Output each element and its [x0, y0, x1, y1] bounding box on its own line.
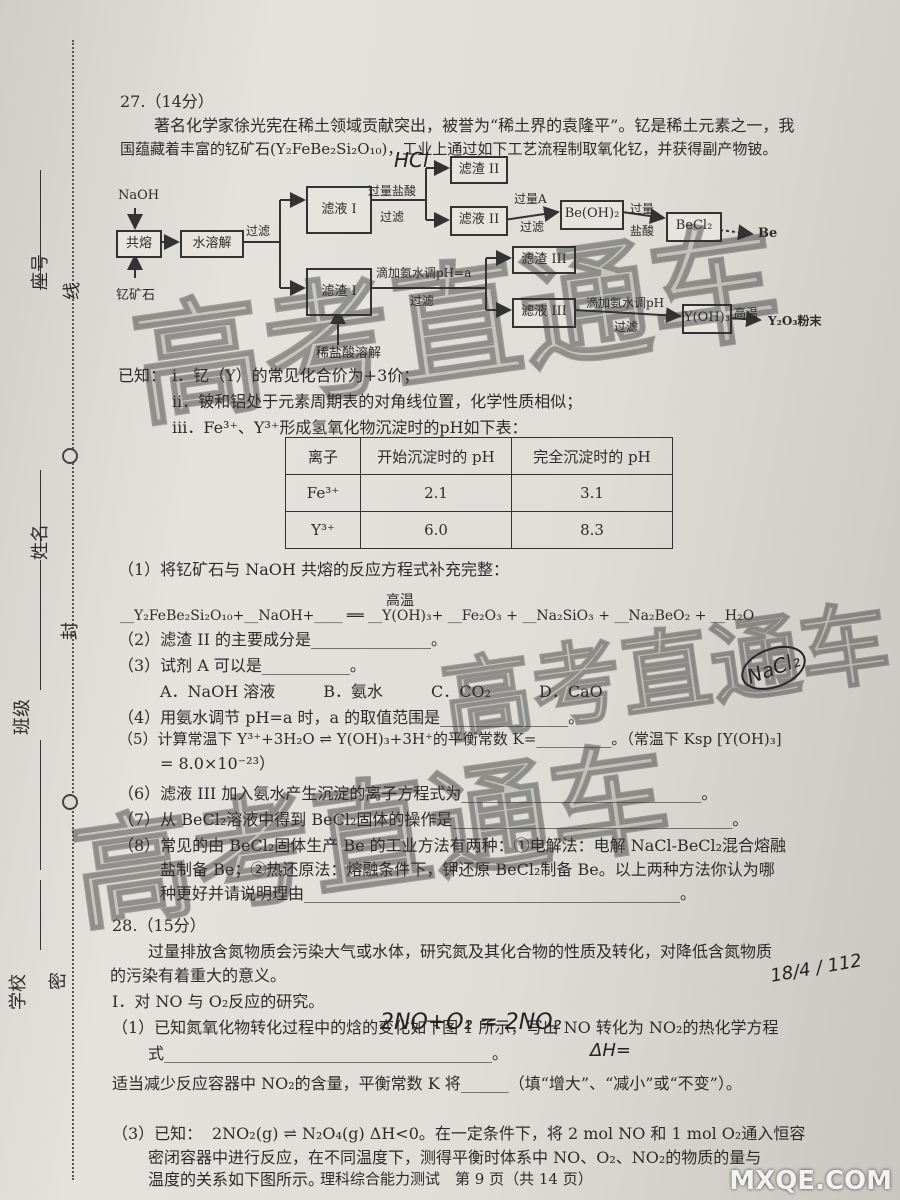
table-cell: Y³⁺: [285, 511, 361, 549]
residue-1-box: 滤渣 I: [306, 268, 372, 316]
q28-sub1: （1）已知氮氧化物转化过程中的焓的变化如下图 1 所示，写出 NO 转化为 NO…: [112, 1018, 779, 1037]
table-cell: 3.1: [511, 474, 673, 512]
table-cell: 8.3: [511, 511, 673, 549]
water-dissolve-box: 水溶解: [180, 230, 244, 258]
fusion-box: 共熔: [116, 230, 162, 258]
becl2-box: BeCl₂: [666, 212, 722, 242]
table-cell: 2.1: [360, 474, 512, 512]
table-header-cell: 离子: [285, 437, 361, 475]
excess-a-label: 过量A: [514, 192, 547, 206]
binding-hole-icon: [62, 448, 78, 464]
known-item-1: i．钇（Y）的常见化合价为+3价；: [172, 366, 420, 385]
fill-line: [40, 740, 41, 870]
q27-sub3: （3）试剂 A 可以是___________。: [118, 656, 366, 675]
ore-label: 钇矿石: [116, 288, 156, 303]
residue-3-box: 滤渣 III: [512, 246, 576, 274]
q27-sub1-condition: 高温: [386, 593, 414, 609]
handwritten-delta-h: ΔH=: [590, 1040, 631, 1061]
seat-number-label: 座号: [30, 254, 51, 290]
ph-table: 离子 开始沉淀时的 pH 完全沉淀时的 pH Fe³⁺ 2.1 3.1 Y³⁺ …: [285, 437, 673, 549]
line-mark: 线: [62, 282, 83, 300]
table-header-cell: 开始沉淀时的 pH: [360, 437, 512, 475]
q28-sub2: 适当减少反应容器中 NO₂的含量，平衡常数 K 将______（填“增大”、“减…: [112, 1074, 742, 1093]
table-cell: 6.0: [360, 511, 512, 549]
table-row: Fe³⁺ 2.1 3.1: [285, 474, 673, 512]
q28-header: 28.（15分）: [112, 916, 206, 935]
naoh-label: NaOH: [118, 188, 160, 203]
secret-mark: 密: [48, 972, 69, 990]
name-label: 姓名: [30, 524, 51, 560]
table-header-cell: 完全沉淀时的 pH: [511, 437, 673, 475]
residue-2-box: 滤渣 II: [450, 156, 508, 184]
fill-line: [40, 560, 41, 690]
filter-label: 过滤: [614, 320, 639, 334]
binding-margin: 座号 线 姓名 封 班级 密 学校: [0, 0, 100, 1200]
q27-sub2: （2）滤渣 II 的主要成分是_______________。: [118, 630, 447, 649]
filtrate-1-box: 滤液 I: [306, 186, 372, 234]
handwritten-hcl: HCl: [394, 148, 429, 172]
dilute-hcl-label: 稀盐酸溶解: [316, 346, 382, 361]
filter-label: 过滤: [410, 294, 435, 308]
fill-line: [40, 880, 41, 950]
known-title: 已知：: [118, 366, 167, 385]
table-row: Y³⁺ 6.0 8.3: [285, 511, 673, 549]
add-ammonia-ph-label: 滴加氨水调pH: [586, 296, 665, 310]
excess-hcl-label: 过量盐酸: [368, 184, 417, 198]
q27-sub5-ksp: = 8.0×10⁻²³）: [160, 754, 275, 773]
q27-intro-line1: 著名化学家徐光宪在稀土领域贡献突出，被誉为“稀土界的袁隆平”。钇是稀土元素之一，…: [154, 116, 795, 135]
q28-sub3-label: （3）已知：: [112, 1124, 203, 1143]
excess-label: 过量: [630, 202, 655, 216]
class-label: 班级: [12, 699, 33, 735]
q27-sub3-options: A．NaOH 溶液 B．氨水 C．CO₂ D．CaO: [160, 682, 603, 701]
binding-dotted-line: [72, 40, 74, 1180]
filter-label: 过滤: [246, 224, 271, 238]
q27-sub7: （7）从 BeCl₂溶液中得到 BeCl₂固体的操作是_____________…: [118, 810, 749, 829]
q28-part1: I．对 NO 与 O₂反应的研究。: [112, 992, 325, 1011]
be-product-label: Be: [758, 226, 778, 241]
process-flowchart: NaOH 共熔 水溶解 钇矿石 过滤 滤液 I 滤渣 I 过量盐酸 过滤 滤渣 …: [110, 148, 840, 361]
q27-sub1-equation: __Y₂FeBe₂Si₂O₁₀+__NaOH+____ ══ __Y(OH)₃+…: [120, 608, 755, 624]
q27-sub8-line3: 种更好并请说明理由_______________________________…: [160, 884, 697, 903]
q28-sub1-blank: 式_______________________________________…: [148, 1044, 509, 1063]
q28-sub3-equation: 2NO₂(g) ⇌ N₂O₄(g) ΔH<0。在一定条件下，将 2 mol NO…: [212, 1124, 806, 1143]
school-label: 学校: [8, 974, 29, 1010]
q28-intro-line2: 的污染有着重大的意义。: [110, 966, 287, 985]
fill-line: [40, 170, 41, 290]
seal-mark: 封: [60, 622, 81, 640]
filter-label: 过滤: [520, 220, 545, 234]
q27-sub8-line1: （8）常见的由 BeCl₂固体生产 Be 的工业方法有两种：①电解法：电解 Na…: [118, 836, 787, 855]
handwritten-score: 18/4 / 112: [768, 950, 864, 987]
table-cell: Fe³⁺: [285, 474, 361, 512]
y2o3-product-label: Y₂O₃粉末: [768, 314, 822, 328]
yoh3-box: Y(OH)₃: [682, 304, 732, 334]
hcl-label: 盐酸: [630, 224, 655, 238]
flowchart-arrows: [127, 160, 762, 345]
fill-line: [40, 470, 41, 550]
add-ammonia-a-label: 滴加氨水调pH=a: [376, 266, 472, 280]
q27-sub1: （1）将钇矿石与 NaOH 共熔的反应方程式补充完整：: [118, 560, 509, 579]
q27-sub8-line2: 盐制备 Be；②热还原法：熔融条件下，钾还原 BeCl₂制备 Be。以上两种方法…: [160, 860, 775, 879]
q28-intro-line1: 过量排放含氮物质会污染大气或水体，研究氮及其化合物的性质及转化，对降低含氮物质: [148, 942, 773, 961]
high-temp-label: 高温: [734, 306, 759, 320]
q28-sub3-line3: 温度的关系如下图所示。: [148, 1170, 325, 1189]
filtrate-3-box: 滤液 III: [512, 298, 576, 328]
known-item-3: iii．Fe³⁺、Y³⁺形成氢氧化物沉淀时的pH如下表：: [172, 418, 528, 437]
beoh2-box: Be(OH)₂: [560, 200, 624, 230]
site-watermark: MXQE.COM: [729, 1166, 892, 1196]
q27-sub6: （6）滤液 III 加入氨水产生沉淀的离子方程式为_______________…: [118, 784, 718, 803]
q27-intro-line2: 国蕴藏着丰富的钇矿石(Y₂FeBe₂Si₂O₁₀)，工业上通过如下工艺流程制取氧…: [120, 140, 778, 158]
filtrate-2-box: 滤液 II: [450, 206, 508, 236]
page-footer: 理科综合能力测试 第 9 页（共 14 页）: [320, 1170, 593, 1188]
q27-sub4: （4）用氨水调节 pH=a 时，a 的取值范围是________________…: [118, 708, 585, 727]
q27-sub5: （5）计算常温下 Y³⁺+3H₂O ⇌ Y(OH)₃+3H⁺的平衡常数 K=__…: [118, 730, 782, 748]
table-header-row: 离子 开始沉淀时的 pH 完全沉淀时的 pH: [285, 437, 673, 475]
binding-hole-icon: [62, 794, 78, 810]
filter-label: 过滤: [380, 210, 405, 224]
q27-header: 27.（14分）: [120, 92, 214, 111]
q28-sub3-line2: 密闭容器中进行反应，在不同温度下，测得平衡时体系中 NO、O₂、NO₂的物质的量…: [148, 1148, 762, 1167]
known-item-2: ii．铍和铝处于元素周期表的对角线位置，化学性质相似；: [172, 392, 583, 411]
handwritten-equation: 2NO+O₂ = 2NO₂: [380, 1010, 562, 1035]
